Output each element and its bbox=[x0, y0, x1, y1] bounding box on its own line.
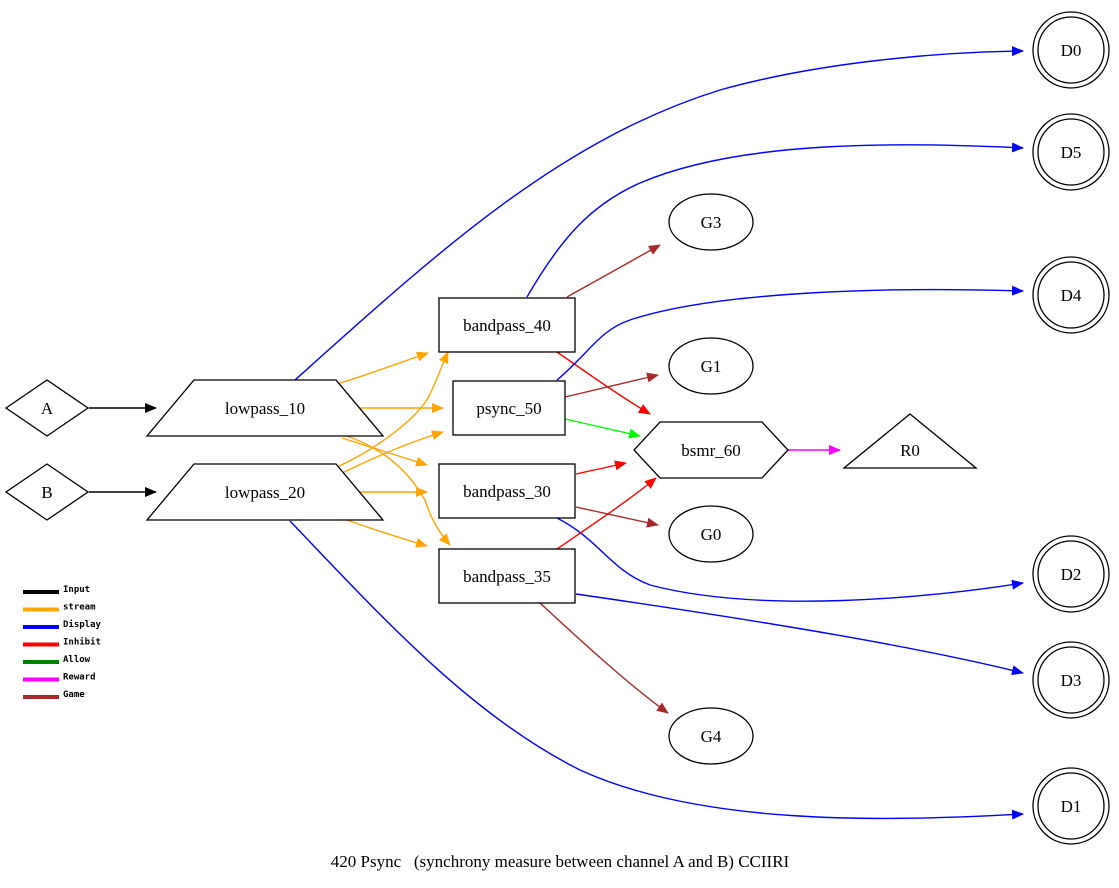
diagram-caption: 420 Psync (synchrony measure between cha… bbox=[331, 852, 790, 871]
edge-lowpass-20-to-d1 bbox=[289, 520, 1024, 820]
node-shape bbox=[668, 193, 754, 251]
node-d1: D1 bbox=[1032, 767, 1110, 845]
node-d4: D4 bbox=[1032, 256, 1110, 334]
legend-label: Game bbox=[63, 690, 85, 700]
node-bandpass-35: bandpass_35 bbox=[438, 548, 576, 604]
node-label: lowpass_20 bbox=[225, 483, 305, 502]
node-shape bbox=[452, 380, 566, 436]
legend-item-stream: stream bbox=[23, 603, 96, 613]
node-label: G3 bbox=[701, 213, 722, 232]
node-label: G4 bbox=[701, 727, 722, 746]
legend-item-display: Display bbox=[23, 619, 102, 630]
edge-bandpass-40-to-g3 bbox=[566, 244, 661, 298]
node-g3: G3 bbox=[668, 193, 754, 251]
node-shape bbox=[1037, 646, 1105, 714]
node-bsmr-60: bsmr_60 bbox=[633, 421, 789, 479]
node-label: B bbox=[41, 483, 52, 502]
node-a: A bbox=[4, 379, 90, 437]
edge-bandpass-30-to-d2 bbox=[556, 517, 1024, 602]
node-label: G0 bbox=[701, 525, 722, 544]
node-d3: D3 bbox=[1032, 641, 1110, 719]
node-label: bandpass_40 bbox=[463, 316, 551, 335]
node-lowpass-20: lowpass_20 bbox=[145, 463, 385, 521]
node-d0: D0 bbox=[1032, 11, 1110, 89]
node-shape bbox=[1037, 118, 1105, 186]
legend-label: Input bbox=[63, 585, 90, 595]
node-label: D2 bbox=[1061, 565, 1082, 584]
node-label: D1 bbox=[1061, 797, 1082, 816]
node-label: D3 bbox=[1061, 671, 1082, 690]
legend-item-reward: Reward bbox=[23, 673, 96, 683]
edge-lowpass-10-to-bandpass-30 bbox=[341, 437, 428, 467]
node-r0: R0 bbox=[842, 413, 978, 469]
node-shape bbox=[668, 337, 754, 395]
node-shape bbox=[438, 548, 576, 604]
edge-lowpass-10-to-bandpass-40 bbox=[336, 351, 429, 385]
edge-bandpass-30-to-g0 bbox=[575, 506, 659, 528]
edge-lowpass-20-to-psync-50 bbox=[339, 430, 444, 475]
node-shape bbox=[145, 379, 385, 437]
node-shape bbox=[4, 379, 90, 437]
node-shape bbox=[145, 463, 385, 521]
legend-item-input: Input bbox=[23, 585, 90, 595]
legend-item-inhibit: Inhibit bbox=[23, 637, 101, 648]
edge-bandpass-35-to-bsmr-60 bbox=[556, 477, 657, 550]
legend-label: Display bbox=[63, 619, 102, 630]
node-label: bandpass_35 bbox=[463, 567, 551, 586]
node-bandpass-40: bandpass_40 bbox=[438, 297, 576, 353]
edge-psync-50-to-g1 bbox=[564, 372, 659, 398]
legend-label: Inhibit bbox=[63, 637, 101, 648]
node-shape bbox=[842, 413, 978, 469]
node-d2: D2 bbox=[1032, 535, 1110, 613]
node-label: A bbox=[41, 399, 54, 418]
node-shape bbox=[1037, 540, 1105, 608]
node-label: G1 bbox=[701, 357, 722, 376]
legend-label: Allow bbox=[63, 655, 91, 665]
edge-psync-50-to-bsmr-60 bbox=[564, 418, 641, 439]
edge-lowpass-20-to-bandpass-40 bbox=[336, 351, 449, 468]
node-bandpass-30: bandpass_30 bbox=[438, 463, 576, 519]
node-psync-50: psync_50 bbox=[452, 380, 566, 436]
node-g1: G1 bbox=[668, 337, 754, 395]
node-shape bbox=[1037, 16, 1105, 84]
legend-item-game: Game bbox=[23, 690, 85, 700]
edge-psync-50-to-d4 bbox=[556, 285, 1024, 381]
node-label: D0 bbox=[1061, 41, 1082, 60]
legend-item-allow: Allow bbox=[23, 655, 91, 665]
node-shape bbox=[1037, 772, 1105, 840]
edge-bandpass-30-to-bsmr-60 bbox=[575, 460, 627, 475]
node-g0: G0 bbox=[668, 505, 754, 563]
legend-label: stream bbox=[63, 603, 96, 613]
node-shape bbox=[4, 463, 90, 521]
edge-bandpass-40-to-bsmr-60 bbox=[556, 351, 651, 415]
node-lowpass-10: lowpass_10 bbox=[145, 379, 385, 437]
edge-lowpass-10-to-bandpass-35 bbox=[343, 434, 451, 546]
node-label: bsmr_60 bbox=[681, 441, 741, 460]
edge-lowpass-10-to-d0 bbox=[294, 46, 1024, 381]
node-shape bbox=[633, 421, 789, 479]
node-shape bbox=[438, 297, 576, 353]
node-b: B bbox=[4, 463, 90, 521]
node-shape bbox=[1037, 261, 1105, 329]
node-shape bbox=[438, 463, 576, 519]
node-label: R0 bbox=[900, 441, 920, 460]
edge-bandpass-40-to-d5 bbox=[526, 142, 1024, 298]
legend-label: Reward bbox=[63, 673, 96, 683]
node-d5: D5 bbox=[1032, 113, 1110, 191]
node-shape bbox=[668, 707, 754, 765]
node-label: lowpass_10 bbox=[225, 399, 305, 418]
node-shape bbox=[668, 505, 754, 563]
node-label: D4 bbox=[1061, 286, 1082, 305]
node-label: psync_50 bbox=[476, 399, 541, 418]
node-label: bandpass_30 bbox=[463, 482, 551, 501]
edges-layer bbox=[89, 46, 1024, 820]
edge-bandpass-35-to-d3 bbox=[575, 593, 1024, 676]
edge-bandpass-35-to-g4 bbox=[539, 602, 669, 714]
node-label: D5 bbox=[1061, 143, 1082, 162]
edge-lowpass-20-to-bandpass-35 bbox=[343, 518, 428, 548]
node-g4: G4 bbox=[668, 707, 754, 765]
